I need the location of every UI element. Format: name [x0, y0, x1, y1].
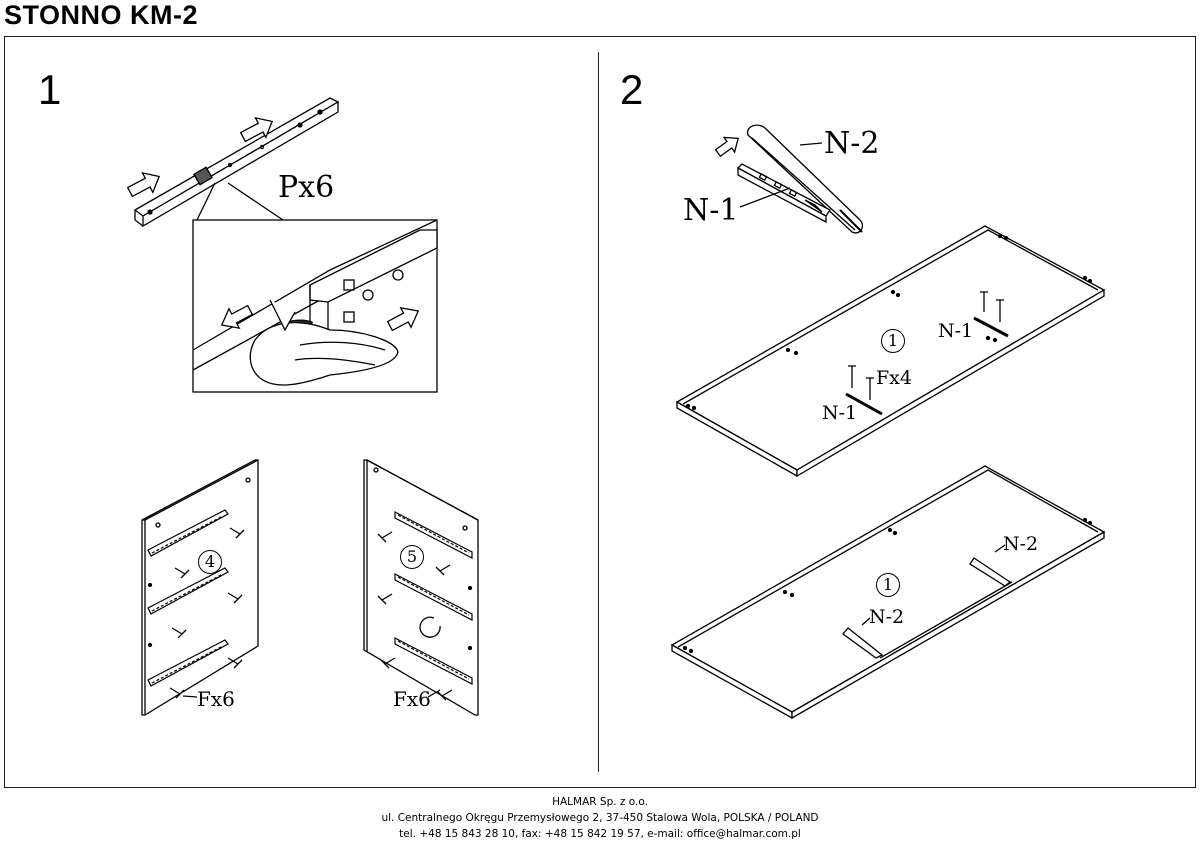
board-a-n1-left-label: N-1 — [822, 402, 858, 424]
detail-arrow-right — [386, 306, 420, 332]
panel-5-marker: 5 — [400, 545, 424, 569]
slide-detail-closeup — [192, 219, 438, 386]
footer-contact: tel. +48 15 843 28 10, fax: +48 15 842 1… — [399, 828, 801, 840]
slide-direction-arrow-up — [239, 116, 274, 143]
detail-arrow-left — [220, 304, 254, 330]
board-b-n2-right-label: N-2 — [1003, 533, 1039, 555]
step-2-number: 2 — [620, 66, 644, 113]
left-panel-rails — [147, 509, 229, 687]
footer-company: HALMAR Sp. z o.o. — [552, 796, 648, 808]
step-1-illustration — [126, 97, 479, 716]
slide-direction-arrow-down — [126, 171, 161, 198]
side-panel-4 — [141, 459, 259, 716]
connector-n2-rod — [746, 124, 864, 234]
board-b-n2-left-label: N-2 — [869, 606, 905, 628]
board-a-fastener-label: Fx4 — [876, 367, 912, 389]
connector-n1-label: N-1 — [683, 193, 739, 228]
slide-quantity-label: Px6 — [278, 170, 335, 205]
footer-address: ul. Centralnego Okręgu Przemysłowego 2, … — [381, 812, 819, 824]
panel-4-marker: 4 — [198, 550, 222, 574]
side-panel-5 — [363, 459, 479, 716]
right-panel-rails — [394, 511, 473, 685]
board-b-marker: 1 — [876, 573, 900, 597]
document-title: STONNO KM-2 — [4, 0, 199, 30]
board-a-marker: 1 — [881, 329, 905, 353]
right-panel-screws — [377, 531, 453, 701]
left-panel-screws — [169, 527, 245, 699]
panel-4-fastener-label: Fx6 — [197, 687, 235, 711]
connector-direction-arrow — [714, 136, 740, 158]
panel-5-fastener-label: Fx6 — [393, 687, 431, 711]
step-1-number: 1 — [38, 66, 62, 113]
step-2-illustration — [670, 124, 1106, 720]
connector-n2-label: N-2 — [824, 126, 880, 161]
board-a-n1-right-label: N-1 — [938, 320, 974, 342]
drawer-slide-rail — [133, 97, 340, 228]
screwdriver-rotation-icon — [419, 616, 441, 638]
instruction-frame — [4, 36, 1196, 788]
step-divider — [598, 52, 599, 772]
